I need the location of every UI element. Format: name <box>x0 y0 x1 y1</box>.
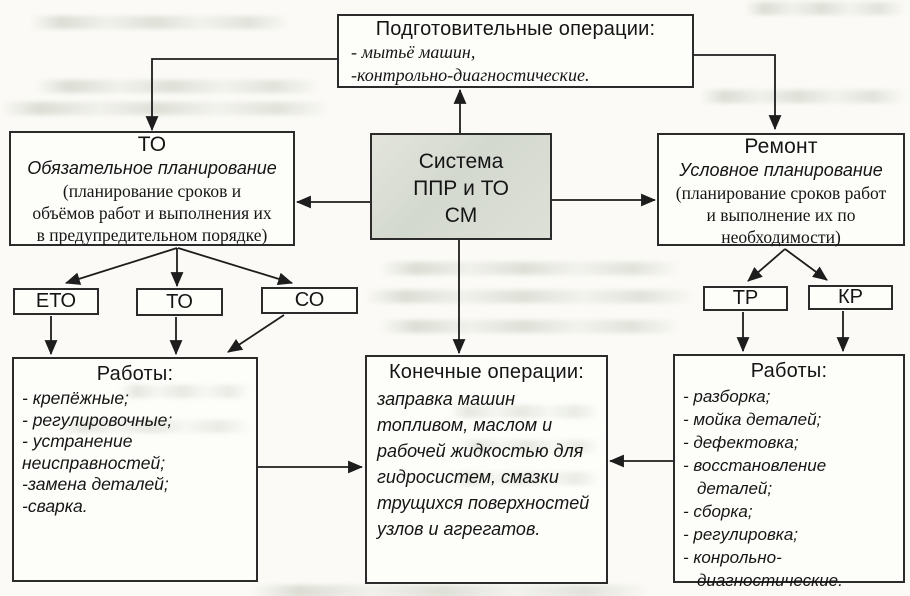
prep-operation-item: -контрольно-диагностические. <box>351 65 590 85</box>
to-works-item: - регулировочные; <box>22 409 173 430</box>
arrow-to-to-so <box>177 247 294 286</box>
to-works-item: -замена деталей; <box>22 474 169 494</box>
repair-note-line: и выполнение их по <box>706 205 856 225</box>
arrow-prep-to-repair <box>694 54 782 131</box>
repair-works-item: - конрольно-диагностические. <box>683 548 843 590</box>
to-works-item: -сварка. <box>22 495 88 516</box>
final-operations-title: Конечные операции: <box>388 361 585 383</box>
prep-operations-title: Подготовительные операции: <box>375 18 656 40</box>
final-operations-box: Конечные операции: заправка машин топлив… <box>365 355 608 584</box>
to-note-line: объёмов работ и выполнения их <box>32 203 272 223</box>
arrow-repair-to-kr <box>784 248 828 281</box>
arrow-prep-to-to <box>145 58 337 132</box>
to-title: ТО <box>137 133 167 156</box>
to-works-item: - крепёжные; <box>22 388 129 408</box>
to-works-item: - устранение неисправностей; <box>22 431 166 473</box>
so-kind-box: СО <box>261 287 358 314</box>
repair-title: Ремонт <box>744 135 818 158</box>
repair-works-box: Работы: - разборка; - мойка деталей; - д… <box>673 354 905 590</box>
prep-operation-item: - мытьё машин, <box>351 42 476 62</box>
repair-note-line: (планирование сроков работ <box>675 183 887 203</box>
repair-works-item: - мойка деталей; <box>683 410 822 429</box>
to-kind-box: ТО <box>136 288 223 316</box>
system-line: Система <box>418 150 504 173</box>
repair-works-item: - сборка; <box>683 502 753 521</box>
to-note-line: (планирование сроков и <box>62 181 242 201</box>
system-box: Система ППР и ТО СМ <box>370 133 552 240</box>
to-box: ТО Обязательное планирование (планирован… <box>9 131 295 246</box>
repair-subtitle: Условное планирование <box>679 160 883 180</box>
repair-note-line: необходимости) <box>721 227 841 247</box>
kr-kind-box: КР <box>808 285 893 310</box>
repair-works-item: - разборка; <box>683 387 771 406</box>
arrow-repair-to-tr <box>747 248 786 282</box>
repair-box: Ремонт Условное планирование (планирован… <box>657 133 905 247</box>
repair-works-item: - восстановление деталей; <box>683 456 827 498</box>
repair-works-item: - регулировка; <box>683 525 799 544</box>
to-subtitle: Обязательное планирование <box>27 158 277 178</box>
to-works-title: Работы: <box>96 363 174 385</box>
to-note-line: в предупредительном порядке) <box>36 225 268 245</box>
repair-works-item: - дефектовка; <box>683 433 799 452</box>
arrow-so-to-works <box>227 314 285 353</box>
system-line: СМ <box>444 204 478 227</box>
system-line: ППР и ТО <box>413 177 509 200</box>
to-works-box: Работы: - крепёжные; - регулировочные; -… <box>12 357 258 582</box>
arrow-to-to-eto <box>64 247 178 285</box>
tr-kind-box: ТР <box>703 286 788 311</box>
eto-kind-box: ЕТО <box>13 288 99 315</box>
final-operations-body: заправка машин топливом, маслом и рабоче… <box>377 389 590 539</box>
prep-operations-box: Подготовительные операции: - мытьё машин… <box>337 14 694 88</box>
repair-works-title: Работы: <box>750 360 828 382</box>
